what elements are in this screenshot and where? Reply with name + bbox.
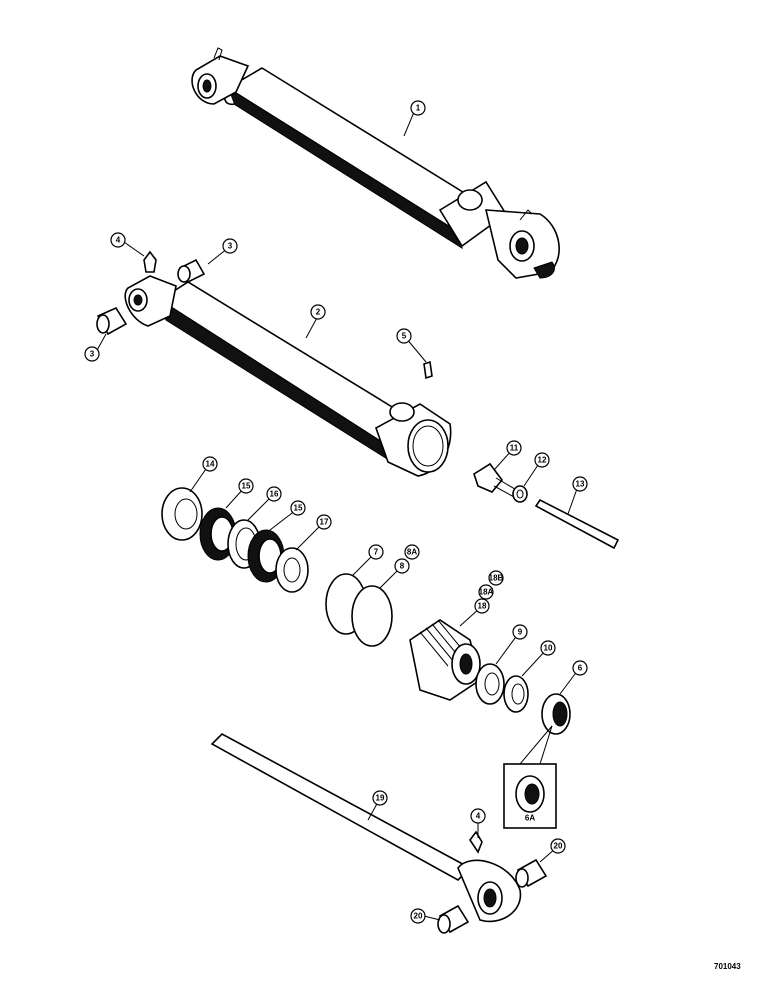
callout-8: 8 [394, 558, 410, 574]
callout-label: 12 [538, 456, 547, 465]
callout-label: 7 [374, 548, 379, 557]
callout-label: 18A [479, 588, 494, 597]
callout-label: 16 [270, 490, 279, 499]
callout-label: 11 [510, 444, 519, 453]
part-rod-bushing-upper [515, 858, 548, 888]
callout-6: 6 [572, 660, 588, 676]
callout-label: 19 [376, 794, 385, 803]
callout-3-upper: 3 [222, 238, 238, 254]
callout-label: 15 [294, 504, 303, 513]
callout-label: 10 [544, 644, 553, 653]
part-bushing-lower [96, 306, 128, 336]
callout-label: 6 [578, 664, 583, 673]
callout-label: 4 [116, 236, 121, 245]
callout-4-upper: 4 [110, 232, 126, 248]
callout-label: 8 [400, 562, 405, 571]
callout-label: 20 [554, 842, 563, 851]
part-cylinder-tube [124, 275, 452, 477]
callout-17: 17 [316, 514, 332, 530]
callout-13: 13 [572, 476, 588, 492]
part-pin [534, 498, 620, 550]
callout-7: 7 [368, 544, 384, 560]
callout-18B: 18B [488, 570, 504, 586]
callout-label: 18 [478, 602, 487, 611]
callout-label: 8A [407, 548, 417, 557]
callout-label: 17 [320, 518, 329, 527]
callout-label: 1 [416, 104, 421, 113]
callout-1: 1 [410, 100, 426, 116]
callout-15-left: 15 [238, 478, 254, 494]
callout-3-lower: 3 [84, 346, 100, 362]
part-fitting-tube [423, 360, 433, 380]
callout-9: 9 [512, 624, 528, 640]
callout-14: 14 [202, 456, 218, 472]
part-bushing-upper [177, 258, 206, 284]
callout-10: 10 [540, 640, 556, 656]
callout-label: 9 [518, 628, 523, 637]
callout-20-lower: 20 [410, 908, 426, 924]
part-wiper-seal [541, 693, 571, 735]
part-rod-bushing-lower [437, 904, 470, 934]
part-backup-washer [503, 675, 529, 713]
callout-11: 11 [506, 440, 522, 456]
callout-label: 5 [402, 332, 407, 341]
callout-label: 6A [525, 814, 535, 823]
part-grease-fitting-upper [143, 250, 157, 273]
figure-number: 701043 [714, 962, 741, 971]
callout-5: 5 [396, 328, 412, 344]
callout-label: 15 [242, 482, 251, 491]
callout-16: 16 [266, 486, 282, 502]
part-cylinder-assembly [191, 47, 560, 279]
callout-19: 19 [372, 790, 388, 806]
part-washer-small [512, 485, 528, 503]
callout-label: 18B [489, 574, 504, 583]
callout-12: 12 [534, 452, 550, 468]
callout-18: 18 [474, 598, 490, 614]
callout-label: 2 [316, 308, 321, 317]
part-cylinder-head [409, 619, 481, 701]
callout-18A: 18A [478, 584, 494, 600]
callout-label: 20 [414, 912, 423, 921]
part-rod-seal [475, 663, 505, 705]
part-piston [161, 487, 203, 541]
part-piston-nut [275, 547, 309, 593]
callout-label: 13 [576, 480, 585, 489]
callout-label: 3 [90, 350, 95, 359]
part-piston-rod [210, 733, 522, 923]
callout-label: 3 [228, 242, 233, 251]
callout-8A: 8A [404, 544, 420, 560]
callout-6A: 6A [525, 814, 535, 823]
callout-label: 4 [476, 812, 481, 821]
callout-label: 14 [206, 460, 215, 469]
callout-4-lower: 4 [470, 808, 486, 824]
part-backup-ring [351, 585, 393, 647]
inset-wiper-seal-alt [503, 725, 557, 829]
callout-15-right: 15 [290, 500, 306, 516]
callout-20-upper: 20 [550, 838, 566, 854]
callout-2: 2 [310, 304, 326, 320]
